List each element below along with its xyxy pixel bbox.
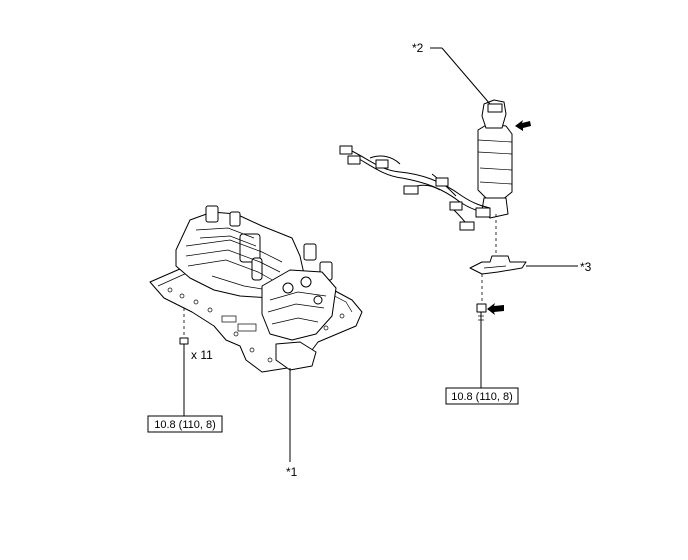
left-bolt <box>179 308 189 352</box>
connector <box>403 185 419 195</box>
callout-3: *3 <box>580 260 592 274</box>
connector <box>475 207 491 218</box>
torque-value-right: 10.8 (110, 8) <box>451 391 513 403</box>
right-bolt <box>476 303 487 326</box>
torque-box-right: 10.8 (110, 8) <box>445 387 519 405</box>
torque-box-left: 10.8 (110, 8) <box>147 415 223 433</box>
wiring-harness <box>339 145 491 231</box>
valve-body-assembly <box>149 205 363 373</box>
connector <box>459 221 475 231</box>
lower-valve-body <box>261 269 337 341</box>
callout-1: *1 <box>286 465 298 479</box>
arrow-icon <box>515 120 531 131</box>
quantity-label: x 11 <box>191 348 213 362</box>
connector <box>339 145 353 155</box>
connector <box>347 155 361 165</box>
connector <box>375 159 389 169</box>
connector <box>435 177 449 187</box>
arrow-icon <box>487 303 504 315</box>
solenoid-body <box>477 123 513 201</box>
solenoid-assembly <box>477 99 513 219</box>
bracket <box>469 255 527 275</box>
torque-value-left: 10.8 (110, 8) <box>154 419 216 431</box>
connector <box>449 201 463 211</box>
callout-2: *2 <box>412 41 424 55</box>
plate-holes <box>167 287 345 363</box>
